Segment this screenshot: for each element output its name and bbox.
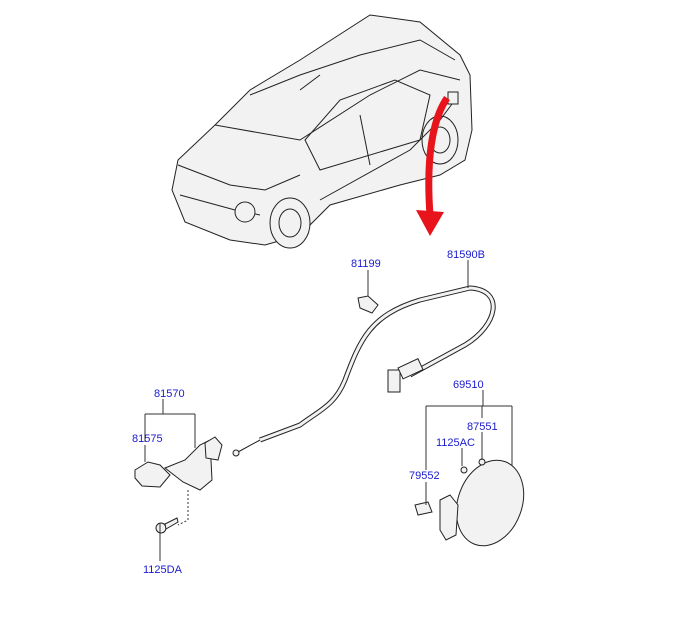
leader-lines	[144, 260, 513, 561]
part-label-81199[interactable]: 81199	[351, 258, 381, 270]
part-label-81590B[interactable]: 81590B	[447, 249, 485, 261]
part-label-1125AC[interactable]: 1125AC	[436, 437, 475, 449]
part-label-69510[interactable]: 69510	[453, 379, 484, 391]
red-arrow-icon	[416, 96, 450, 236]
release-lever-assembly	[134, 436, 223, 491]
part-label-1125DA[interactable]: 1125DA	[143, 564, 183, 576]
clip-81199	[357, 295, 379, 314]
part-label-81575[interactable]: 81575	[132, 433, 163, 445]
fuel-filler-door	[414, 458, 525, 547]
fuel-filler-cable	[232, 285, 496, 457]
part-label-79552[interactable]: 79552	[409, 470, 440, 482]
part-label-81570[interactable]: 81570	[154, 388, 185, 400]
part-label-87551[interactable]: 87551	[467, 421, 498, 433]
bolt-1125DA	[155, 517, 179, 534]
